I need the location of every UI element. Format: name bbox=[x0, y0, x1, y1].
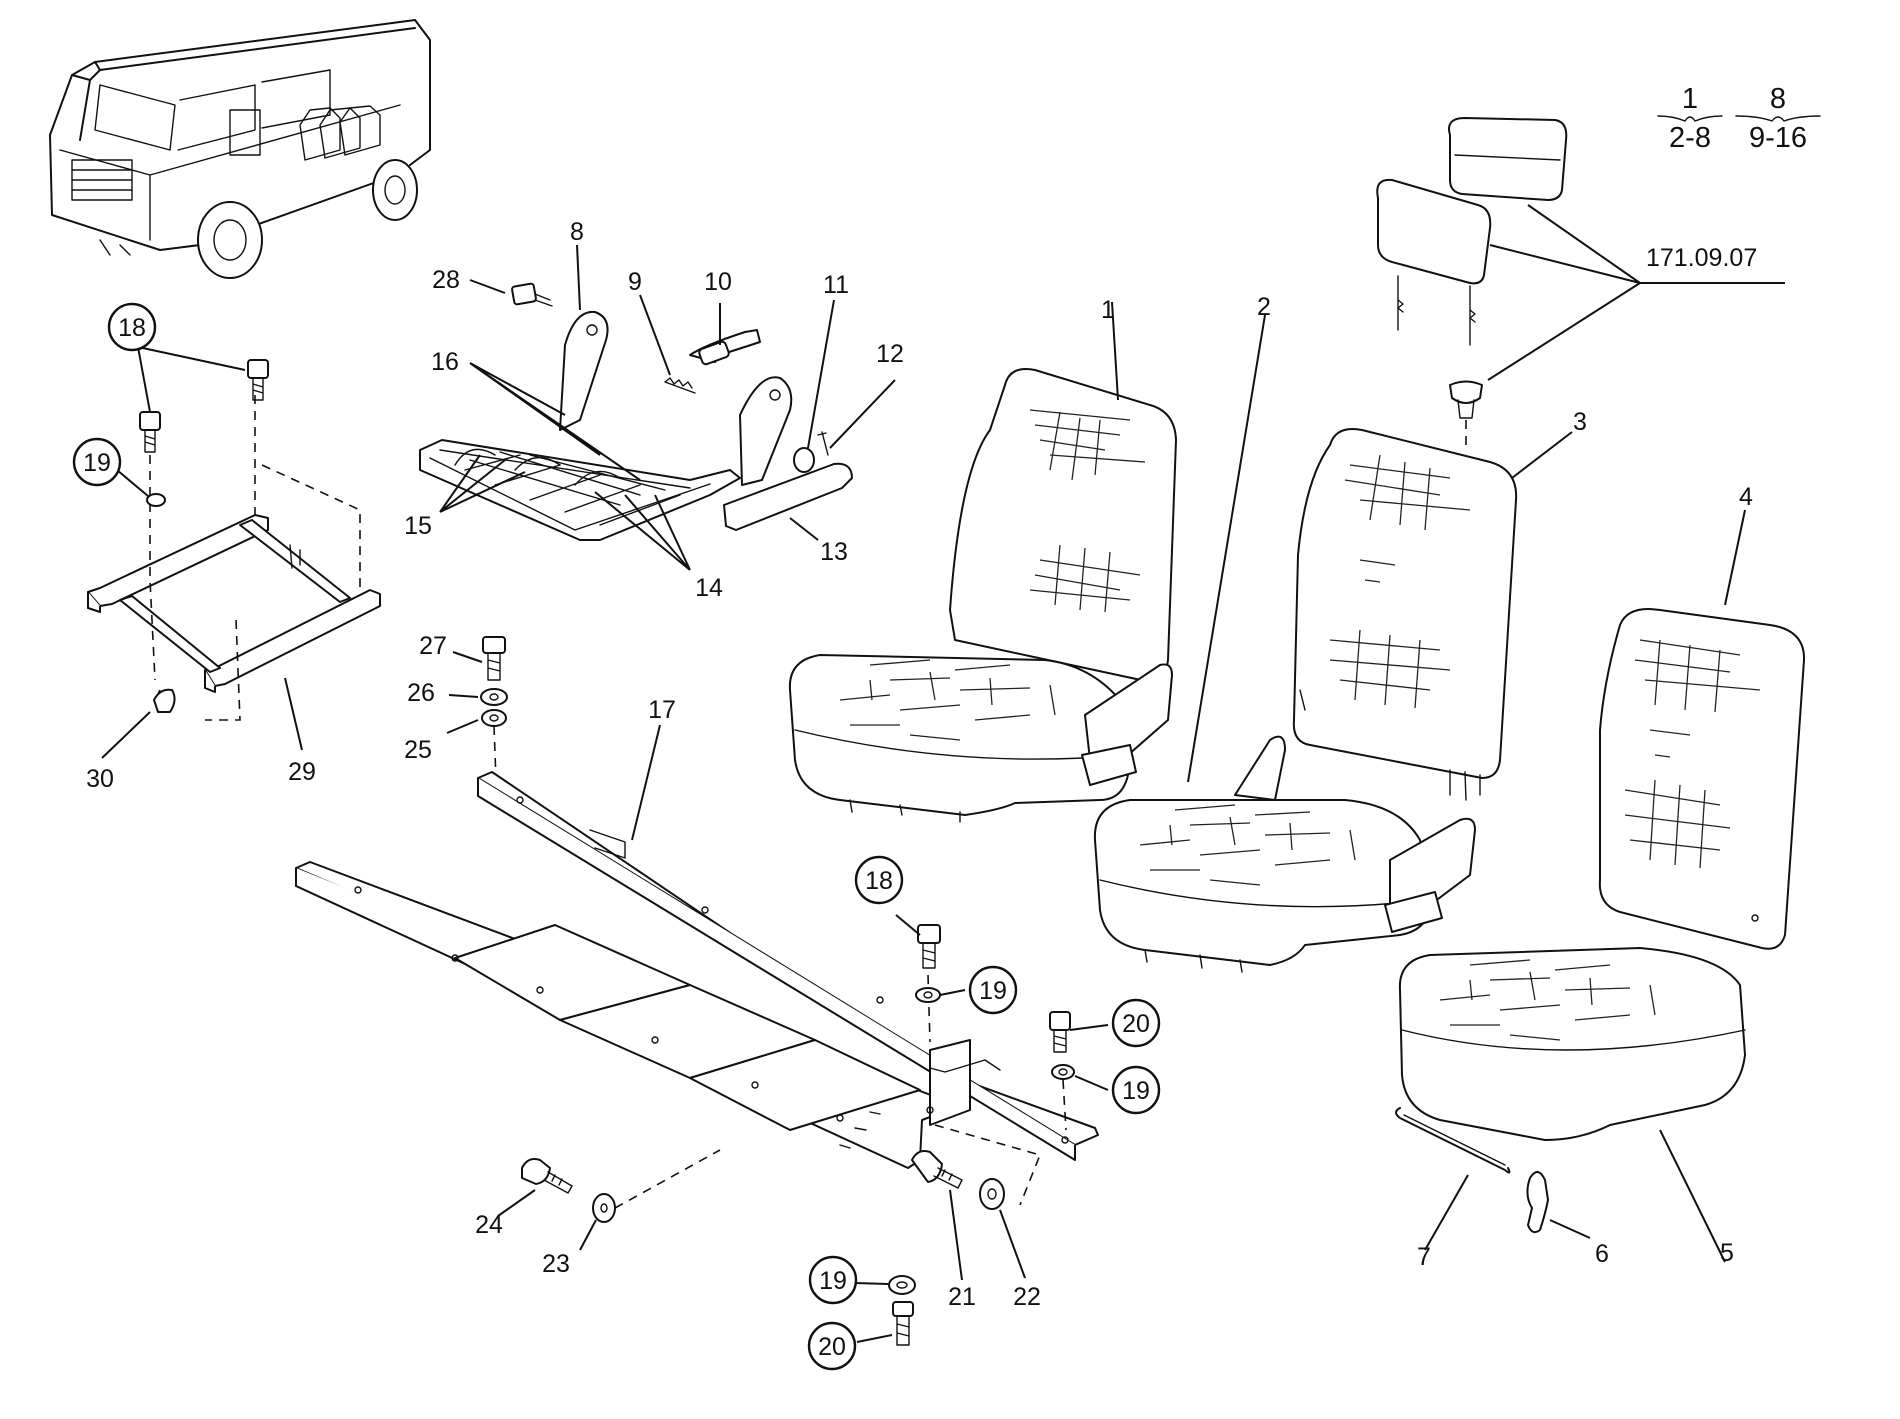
callout-3: 3 bbox=[1573, 408, 1587, 436]
bolt-18-left-a bbox=[139, 411, 161, 453]
callout-2: 2 bbox=[1257, 293, 1271, 321]
circle-20-rail bbox=[1111, 998, 1161, 1048]
seat-wire-spring bbox=[1395, 1107, 1511, 1174]
washer-23 bbox=[592, 1149, 721, 1223]
callout-28: 28 bbox=[432, 266, 460, 294]
seat-complete bbox=[788, 368, 1177, 823]
callout-24: 24 bbox=[475, 1211, 503, 1239]
circle-19-rail bbox=[968, 965, 1018, 1015]
washer-19-bottom bbox=[888, 1275, 916, 1295]
vehicle-thumbnail bbox=[49, 19, 431, 279]
circle-18-left bbox=[107, 302, 157, 352]
callout-12: 12 bbox=[876, 340, 904, 368]
washer-19-rail bbox=[915, 987, 941, 1003]
headrest-rear bbox=[1448, 117, 1568, 201]
headrest-guide-sleeve bbox=[1449, 380, 1483, 450]
circle-19-bottom bbox=[808, 1255, 858, 1305]
circled-callouts: 18 19 18 19 20 19 19 20 bbox=[72, 302, 1161, 1371]
seat-clip bbox=[1526, 1171, 1549, 1234]
quantity-key: 1 2-8 8 9-16 bbox=[1657, 83, 1821, 154]
circle-18-rail bbox=[854, 855, 904, 905]
qty-key-right-brace bbox=[1735, 115, 1821, 122]
callout-18-left: 18 bbox=[118, 314, 146, 342]
bolt-18-rail bbox=[917, 924, 941, 1043]
seat-backrest-assembly bbox=[1292, 428, 1518, 801]
seat-backrest bbox=[1598, 608, 1806, 950]
callout-22: 22 bbox=[1013, 1283, 1041, 1311]
callout-8: 8 bbox=[570, 218, 584, 246]
callout-6: 6 bbox=[1595, 1240, 1609, 1268]
callout-29: 29 bbox=[288, 758, 316, 786]
callout-17: 17 bbox=[648, 696, 676, 724]
seat-base-frame bbox=[87, 395, 381, 721]
callout-19-rail-b: 19 bbox=[1122, 1077, 1150, 1105]
callout-20-rail: 20 bbox=[1122, 1010, 1150, 1038]
bolt-28 bbox=[511, 282, 553, 307]
qty-key-left-bottom: 2-8 bbox=[1669, 122, 1711, 154]
qty-key-left-top: 1 bbox=[1682, 83, 1698, 115]
washer-19-left bbox=[146, 493, 166, 507]
circle-19-left bbox=[72, 437, 122, 487]
callout-23: 23 bbox=[542, 1250, 570, 1278]
callout-10: 10 bbox=[704, 268, 732, 296]
bolt-20-rail bbox=[1049, 1011, 1071, 1053]
washer-26 bbox=[480, 688, 508, 706]
callout-11: 11 bbox=[823, 271, 849, 299]
callout-9: 9 bbox=[628, 268, 642, 296]
callout-18-rail: 18 bbox=[865, 867, 893, 895]
callout-16: 16 bbox=[431, 348, 459, 376]
bolt-24 bbox=[521, 1158, 573, 1194]
bolt-27 bbox=[482, 636, 506, 681]
ref-code-label: 171.09.07 bbox=[1646, 244, 1757, 272]
bolt-20-bottom bbox=[892, 1301, 914, 1346]
qty-key-right-top: 8 bbox=[1770, 83, 1786, 115]
callout-numbers: 1 2 3 4 5 6 7 8 9 10 11 12 13 14 15 16 1… bbox=[86, 218, 1753, 1311]
callout-21: 21 bbox=[948, 1283, 976, 1311]
callout-26: 26 bbox=[407, 679, 435, 707]
callout-30: 30 bbox=[86, 765, 114, 793]
ref-code-leaders bbox=[1487, 204, 1641, 381]
callout-27: 27 bbox=[419, 632, 447, 660]
bolt-21 bbox=[911, 1124, 1042, 1206]
bolt-18-left-b bbox=[247, 359, 269, 401]
qty-key-left-brace bbox=[1657, 115, 1723, 122]
adjuster-lever-13 bbox=[723, 462, 853, 531]
circle-20-bottom bbox=[807, 1321, 857, 1371]
callout-13: 13 bbox=[820, 538, 848, 566]
callout-19-bottom: 19 bbox=[819, 1267, 847, 1295]
callout-20-bottom: 20 bbox=[818, 1333, 846, 1361]
washer-22 bbox=[979, 1178, 1005, 1210]
headrest-front bbox=[1376, 178, 1492, 346]
callout-leaders bbox=[101, 244, 1746, 1343]
callout-14: 14 bbox=[695, 574, 723, 602]
seat-cushion bbox=[1398, 947, 1746, 1141]
callout-5: 5 bbox=[1720, 1239, 1734, 1267]
rubber-buffer-30 bbox=[153, 688, 176, 713]
circle-19-rail-b bbox=[1111, 1065, 1161, 1115]
callout-19-left: 19 bbox=[83, 449, 111, 477]
washer-25 bbox=[481, 709, 507, 727]
mounting-rail bbox=[295, 771, 1099, 1169]
callout-4: 4 bbox=[1739, 483, 1753, 511]
callout-25: 25 bbox=[404, 736, 432, 764]
bolt-25-guide bbox=[493, 725, 497, 781]
seat-cushion-assembly bbox=[1093, 735, 1476, 973]
qty-key-right-bottom: 9-16 bbox=[1749, 122, 1807, 154]
callout-15: 15 bbox=[404, 512, 432, 540]
callout-1: 1 bbox=[1101, 296, 1115, 324]
washer-19-rail-b bbox=[1051, 1064, 1075, 1131]
callout-19-rail: 19 bbox=[979, 977, 1007, 1005]
callout-7: 7 bbox=[1417, 1243, 1431, 1271]
